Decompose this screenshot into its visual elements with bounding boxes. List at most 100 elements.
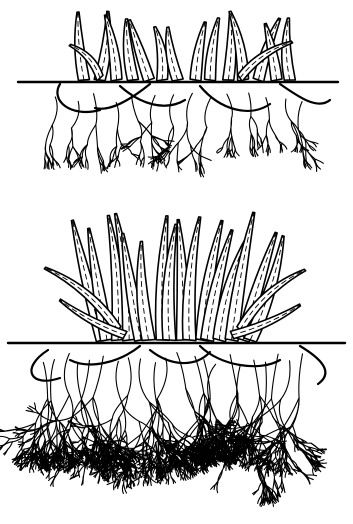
root-branch xyxy=(246,451,248,456)
root-branch xyxy=(279,399,284,427)
root-branch xyxy=(256,441,272,442)
root-branch xyxy=(174,461,175,467)
root-branch xyxy=(13,433,20,434)
root-branch xyxy=(96,125,98,147)
root-branch xyxy=(72,442,78,444)
root-branch xyxy=(119,418,121,436)
upper-grass-blades xyxy=(69,11,295,82)
root-branch xyxy=(285,470,287,477)
root-branch xyxy=(314,456,321,457)
root-branch xyxy=(52,97,57,125)
root-branch xyxy=(43,417,56,421)
root-branch xyxy=(116,361,121,401)
root-branch xyxy=(201,156,211,160)
root-branch xyxy=(187,93,193,122)
root-branch xyxy=(253,396,260,417)
root-branch xyxy=(36,461,37,469)
upper-root-system xyxy=(44,93,323,177)
root-branch xyxy=(298,102,302,130)
root-branch xyxy=(94,94,97,125)
root-branch xyxy=(248,465,250,471)
root-branch xyxy=(281,361,290,400)
root-branch xyxy=(0,436,10,438)
root-branch xyxy=(71,101,79,128)
root-branch xyxy=(271,399,280,428)
root-branch xyxy=(262,135,266,145)
root-branch xyxy=(300,145,302,151)
root-branch xyxy=(83,477,84,485)
root-branch xyxy=(56,395,69,420)
root-branch xyxy=(157,358,167,399)
root-branch xyxy=(18,442,24,443)
root-branch xyxy=(285,99,291,121)
root-branch xyxy=(266,492,267,501)
root-branch xyxy=(128,358,132,396)
upper-stolons xyxy=(57,84,330,112)
root-branch xyxy=(44,159,45,169)
root-branch xyxy=(178,123,187,143)
root-branch xyxy=(171,477,173,483)
lower-grass-plant-panel xyxy=(0,212,345,506)
root-branch xyxy=(165,141,174,142)
root-branch xyxy=(110,419,112,440)
root-branch xyxy=(121,144,130,145)
root-branch xyxy=(299,354,303,398)
root-branch xyxy=(306,475,316,476)
root-branch xyxy=(255,450,265,451)
root-branch xyxy=(75,451,76,458)
root-branch xyxy=(139,359,149,402)
lower-grass-blades xyxy=(44,212,305,342)
root-branch xyxy=(269,119,275,135)
grass-blade xyxy=(190,22,206,81)
root-branch xyxy=(0,431,4,432)
root-branch xyxy=(64,354,69,395)
stolon xyxy=(300,346,325,384)
root-branch xyxy=(296,135,297,145)
root-branch xyxy=(170,95,174,127)
root-branch xyxy=(306,149,307,161)
root-branch xyxy=(275,135,280,145)
root-branch xyxy=(122,484,123,494)
root-branch xyxy=(251,116,257,130)
stolon xyxy=(280,84,330,104)
root-branch xyxy=(136,155,139,164)
root-branch xyxy=(313,467,314,474)
root-branch xyxy=(250,134,251,147)
upper-grass-plant-panel xyxy=(18,11,338,177)
root-branch xyxy=(282,143,287,149)
stolon xyxy=(200,346,280,366)
root-branch xyxy=(93,356,103,397)
root-branch xyxy=(271,354,278,399)
root-branch xyxy=(166,155,169,166)
lower-stolons xyxy=(31,346,325,384)
root-branch xyxy=(177,143,178,160)
grass-blade xyxy=(137,241,155,340)
root-branch xyxy=(86,159,87,168)
root-branch xyxy=(280,467,281,473)
root-branch xyxy=(235,149,239,156)
root-branch xyxy=(217,483,218,493)
root-branch xyxy=(125,430,127,450)
root-branch xyxy=(295,467,305,475)
root-branch xyxy=(81,360,89,400)
root-branch xyxy=(249,93,251,116)
root-branch xyxy=(49,160,50,170)
root-branch xyxy=(205,98,211,128)
root-branch xyxy=(179,157,187,163)
lower-root-system xyxy=(0,353,327,507)
root-branch xyxy=(277,450,278,455)
root-branch xyxy=(0,445,4,446)
root-branch xyxy=(195,356,204,393)
root-branch xyxy=(319,462,327,463)
root-branch xyxy=(145,475,146,483)
root-branch xyxy=(249,116,251,133)
root-branch xyxy=(86,159,88,170)
root-branch xyxy=(59,456,60,462)
root-branch xyxy=(3,439,9,445)
root-branch xyxy=(204,360,210,399)
root-branch xyxy=(66,145,68,156)
root-branch xyxy=(231,118,232,136)
root-branch xyxy=(49,471,50,478)
root-branch xyxy=(150,96,155,123)
